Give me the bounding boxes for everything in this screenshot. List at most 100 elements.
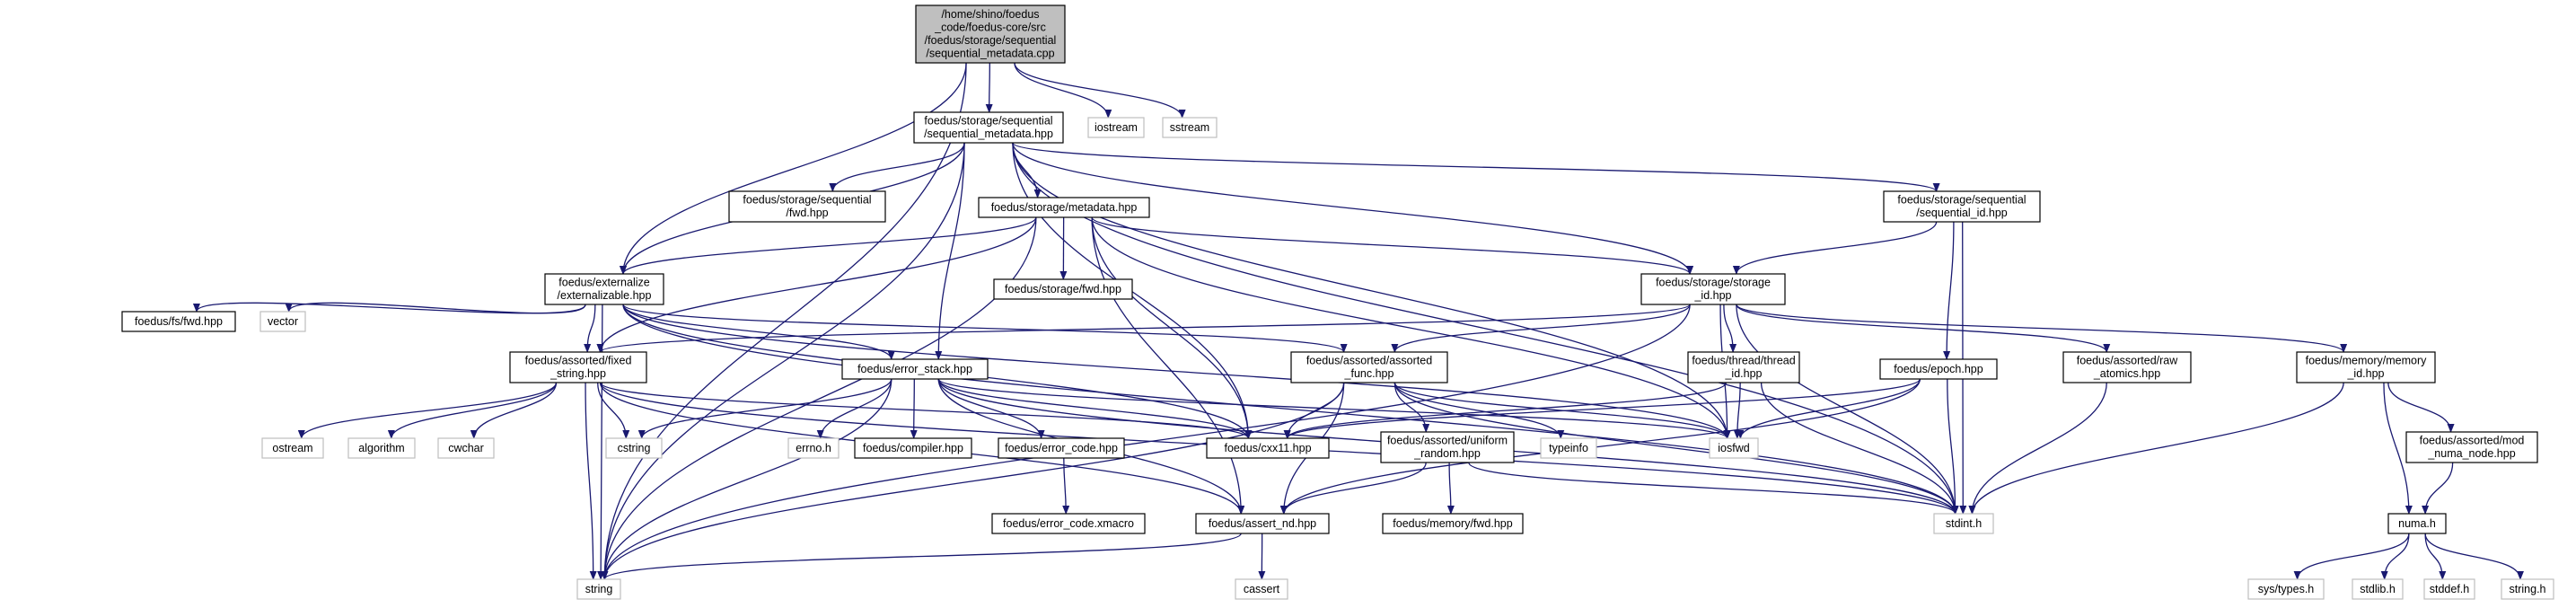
node-memory-fwd[interactable]: foedus/memory/fwd.hpp xyxy=(1382,513,1524,534)
node-label-line: foedus/storage/storage xyxy=(1656,277,1771,289)
node-seq-meta-hpp[interactable]: foedus/storage/sequential/sequential_met… xyxy=(913,111,1064,144)
node-box xyxy=(991,513,1146,534)
node-box xyxy=(1162,117,1218,138)
node-label-line: foedus/error_code.xmacro xyxy=(1003,517,1134,530)
edge-root-to-seq-meta-hpp xyxy=(985,62,993,113)
node-memory-id[interactable]: foedus/memory/memory_id.hpp xyxy=(2296,351,2436,383)
edge-numa-h-to-sys-types xyxy=(2293,533,2410,580)
node-cwchar[interactable]: cwchar xyxy=(437,437,495,459)
node-label-line: foedus/storage/metadata.hpp xyxy=(991,201,1138,214)
node-string[interactable]: string xyxy=(576,578,621,600)
edges-layer xyxy=(193,62,2524,580)
node-label-line: /foedus/storage/sequential xyxy=(925,34,1057,47)
node-fixed-string[interactable]: foedus/assorted/fixed_string.hpp xyxy=(509,351,647,383)
node-errno[interactable]: errno.h xyxy=(787,437,840,459)
node-box xyxy=(2296,351,2436,383)
node-storage-id[interactable]: foedus/storage/storage_id.hpp xyxy=(1640,273,1786,305)
node-box xyxy=(1883,190,2041,223)
node-uniform-random[interactable]: foedus/assorted/uniform_random.hpp xyxy=(1380,431,1515,463)
node-label-line: foedus/assorted/uniform xyxy=(1387,435,1508,447)
node-thread-id[interactable]: foedus/thread/thread_id.hpp xyxy=(1687,351,1800,383)
edge-epoch-to-cxx11 xyxy=(1283,378,1921,439)
edge-storage-metadata-to-fixed-string xyxy=(596,216,1037,353)
node-label-line: sstream xyxy=(1170,121,1209,134)
edge-assorted-func-to-string xyxy=(601,382,1345,580)
node-label-line: stdint.h xyxy=(1946,517,1982,530)
node-fs-fwd[interactable]: foedus/fs/fwd.hpp xyxy=(121,311,236,332)
node-box xyxy=(2501,578,2554,600)
node-label-line: typeinfo xyxy=(1549,442,1588,454)
node-error-code-xmacro[interactable]: foedus/error_code.xmacro xyxy=(991,513,1146,534)
node-iosfwd[interactable]: iosfwd xyxy=(1709,437,1759,459)
node-sys-types[interactable]: sys/types.h xyxy=(2247,578,2325,600)
edge-externalizable-to-assorted-func xyxy=(622,304,1348,353)
node-storage-metadata[interactable]: foedus/storage/metadata.hpp xyxy=(978,197,1150,218)
node-label-line: /sequential_id.hpp xyxy=(1916,207,2008,219)
node-label-line: string.h xyxy=(2510,583,2546,595)
node-label-line: foedus/externalize xyxy=(558,277,650,289)
edge-memory-id-to-stdint xyxy=(1968,382,2344,515)
node-error-stack[interactable]: foedus/error_stack.hpp xyxy=(841,358,989,380)
edge-root-to-iostream xyxy=(1014,62,1112,119)
node-cxx11[interactable]: foedus/cxx11.hpp xyxy=(1206,437,1330,459)
node-storage-fwd[interactable]: foedus/storage/fwd.hpp xyxy=(993,278,1133,300)
node-box xyxy=(1206,437,1330,459)
node-cassert[interactable]: cassert xyxy=(1235,578,1288,600)
node-error-code[interactable]: foedus/error_code.hpp xyxy=(998,437,1125,459)
node-label-line: /home/shino/foedus xyxy=(941,8,1039,21)
node-epoch[interactable]: foedus/epoch.hpp xyxy=(1879,358,1998,380)
node-cstring[interactable]: cstring xyxy=(605,437,663,459)
node-label-line: _func.hpp xyxy=(1344,367,1394,380)
node-label-line: cassert xyxy=(1244,583,1280,595)
node-stdlib[interactable]: stdlib.h xyxy=(2352,578,2404,600)
edge-root-to-string xyxy=(601,62,967,580)
nodes-layer: /home/shino/foedus_code/foedus-core/src/… xyxy=(121,4,2554,600)
node-string-h[interactable]: string.h xyxy=(2501,578,2554,600)
node-box xyxy=(1640,273,1786,305)
node-numa-node[interactable]: foedus/assorted/mod_numa_node.hpp xyxy=(2405,431,2538,463)
edge-externalizable-to-stdint xyxy=(622,304,1959,515)
edge-seq-meta-hpp-to-storage-id xyxy=(1012,142,1693,275)
node-box xyxy=(1290,351,1448,383)
node-seq-id[interactable]: foedus/storage/sequential/sequential_id.… xyxy=(1883,190,2041,223)
node-stdint[interactable]: stdint.h xyxy=(1933,513,1994,534)
edge-seq-meta-hpp-to-seq-id xyxy=(1012,142,1940,192)
node-label-line: foedus/assorted/mod xyxy=(2420,435,2525,447)
node-vector[interactable]: vector xyxy=(259,311,306,332)
node-assorted-func[interactable]: foedus/assorted/assorted_func.hpp xyxy=(1290,351,1448,383)
node-raw-atomics[interactable]: foedus/assorted/raw_atomics.hpp xyxy=(2062,351,2192,383)
edge-error-code-to-error-code-xmacro xyxy=(1062,457,1070,515)
node-stddef[interactable]: stddef.h xyxy=(2423,578,2475,600)
node-externalizable[interactable]: foedus/externalize/externalizable.hpp xyxy=(544,273,664,305)
edge-assorted-func-to-stdint xyxy=(1394,382,1959,515)
edge-numa-h-to-string-h xyxy=(2424,533,2524,580)
node-label-line: stdlib.h xyxy=(2360,583,2396,595)
node-iostream[interactable]: iostream xyxy=(1087,117,1145,138)
edge-seq-id-to-epoch xyxy=(1943,221,1955,360)
node-ostream[interactable]: ostream xyxy=(261,437,324,459)
edge-storage-metadata-to-string xyxy=(601,216,1037,580)
node-label-line: foedus/error_code.hpp xyxy=(1005,442,1118,454)
node-label-line: foedus/storage/sequential xyxy=(743,194,871,207)
edge-storage-id-to-raw-atomics xyxy=(1736,304,2111,353)
node-label-line: _id.hpp xyxy=(1693,289,1731,302)
node-sstream[interactable]: sstream xyxy=(1162,117,1218,138)
node-box xyxy=(854,437,972,459)
node-root[interactable]: /home/shino/foedus_code/foedus-core/src/… xyxy=(915,4,1066,64)
node-label-line: foedus/assorted/assorted xyxy=(1306,355,1432,367)
edge-assert-nd-to-string xyxy=(601,533,1242,580)
node-label-line: /externalizable.hpp xyxy=(558,289,652,302)
node-typeinfo[interactable]: typeinfo xyxy=(1540,437,1597,459)
edge-error-stack-to-cstring xyxy=(637,378,892,439)
node-box xyxy=(2352,578,2404,600)
edge-uniform-random-to-assert-nd xyxy=(1279,462,1427,515)
node-compiler[interactable]: foedus/compiler.hpp xyxy=(854,437,972,459)
node-numa-h[interactable]: numa.h xyxy=(2387,513,2447,534)
node-algorithm[interactable]: algorithm xyxy=(347,437,416,459)
node-label-line: _code/foedus-core/src xyxy=(934,22,1046,34)
node-label-line: sys/types.h xyxy=(2258,583,2315,595)
node-seq-fwd[interactable]: foedus/storage/sequential/fwd.hpp xyxy=(728,190,886,223)
edge-numa-h-to-stdlib xyxy=(2380,533,2410,580)
node-label-line: algorithm xyxy=(358,442,404,454)
node-assert-nd[interactable]: foedus/assert_nd.hpp xyxy=(1195,513,1330,534)
